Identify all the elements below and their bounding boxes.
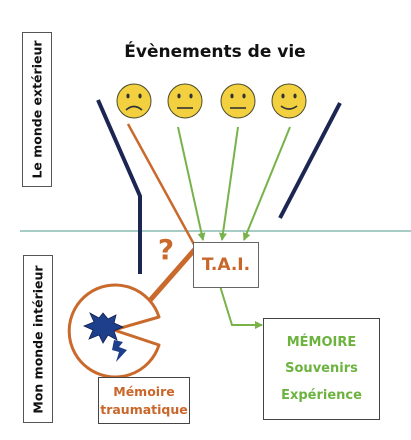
tai-label: T.A.I. — [201, 255, 251, 275]
memory-box: MÉMOIRE Souvenirs Expérience — [263, 318, 380, 420]
trauma-line-1: Mémoire — [113, 383, 175, 399]
green-arrow-3 — [242, 126, 291, 241]
inner-world-label: Mon monde intérieur — [30, 264, 46, 414]
trauma-line-2: traumatique — [100, 401, 188, 417]
right-funnel-wall — [278, 102, 342, 219]
smiling-face-icon — [271, 83, 307, 119]
inner-world-label-box: Mon monde intérieur — [23, 255, 53, 423]
green-arrow-2 — [219, 126, 239, 241]
memory-title: MÉMOIRE — [286, 334, 357, 350]
neutral-face-icon — [167, 83, 203, 119]
tai-box: T.A.I. — [193, 242, 259, 288]
green-arrow-1 — [177, 126, 206, 241]
neutral-face-icon — [220, 83, 256, 119]
memory-line-experience: Expérience — [281, 388, 362, 404]
orange-path-line — [126, 123, 198, 249]
outer-world-label-box: Le monde extérieur — [22, 32, 52, 187]
question-mark: ? — [157, 232, 175, 266]
trauma-box: Mémoire traumatique — [98, 377, 190, 424]
lightning-bolt-icon — [112, 340, 127, 362]
left-funnel-wall — [96, 99, 142, 274]
memory-line-souvenirs: Souvenirs — [285, 361, 358, 377]
sad-face-icon — [116, 83, 152, 119]
green-arrow-to-memory — [219, 285, 263, 329]
outer-world-label: Le monde extérieur — [29, 40, 45, 179]
explosion-star-icon — [82, 312, 124, 344]
diagram-title: Évènements de vie — [124, 42, 306, 62]
